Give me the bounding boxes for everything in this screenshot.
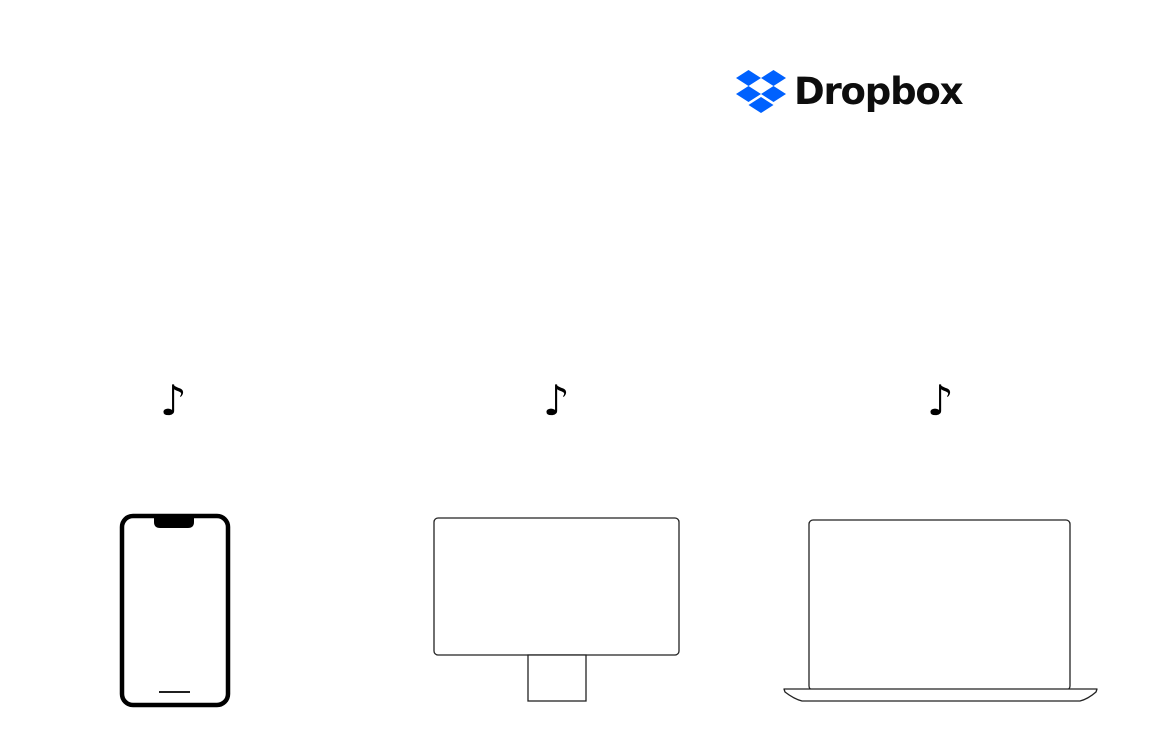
notch xyxy=(154,516,194,528)
dropbox-logo: Dropbox xyxy=(736,70,963,113)
monitor-stand xyxy=(527,654,587,702)
desktop-monitor-icon xyxy=(433,517,680,702)
music-note-icon: ♪ xyxy=(543,376,570,425)
brand-name: Dropbox xyxy=(794,70,963,113)
smartphone-icon xyxy=(119,513,231,708)
music-note-icon: ♪ xyxy=(927,376,954,425)
laptop-base xyxy=(783,688,1098,702)
laptop-icon xyxy=(783,519,1098,702)
dropbox-box-icon xyxy=(736,70,786,113)
music-note-icon: ♪ xyxy=(160,376,187,425)
